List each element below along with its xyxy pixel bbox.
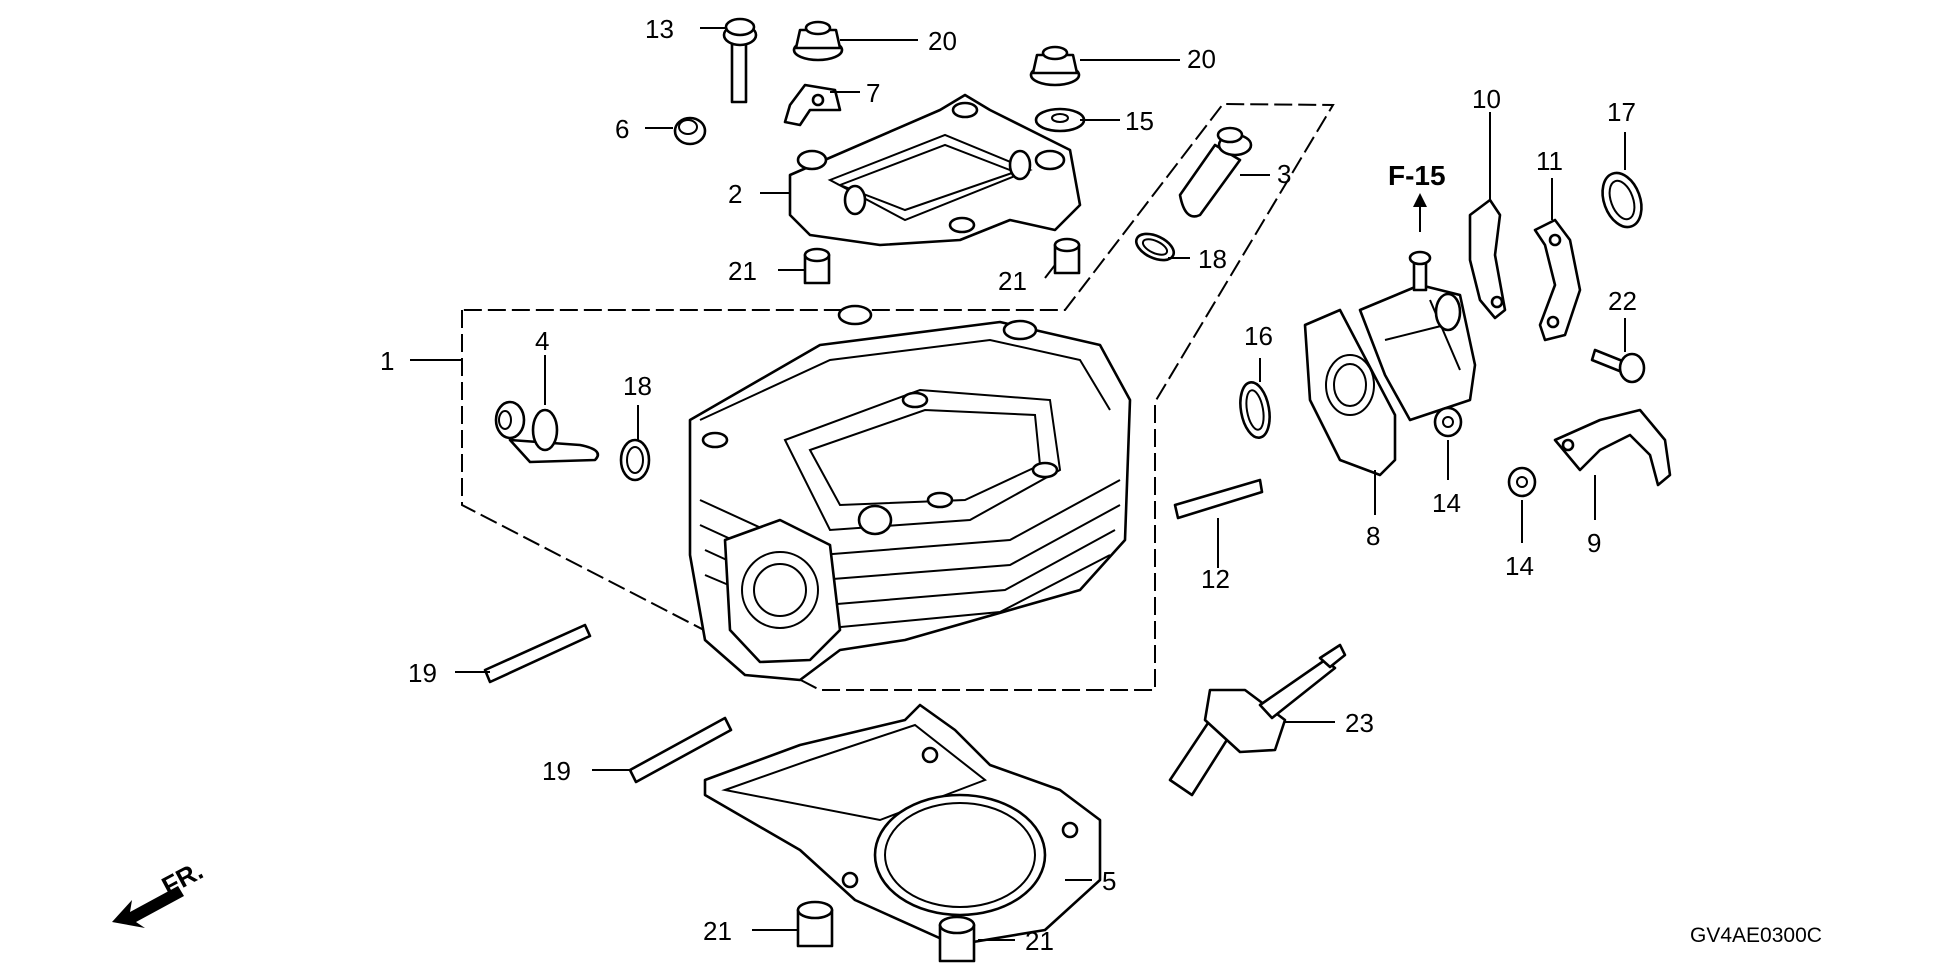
washer-15 <box>1034 107 1086 133</box>
callout-11: 11 <box>1536 146 1563 176</box>
bolt-22 <box>1590 348 1646 384</box>
dowel-pin-21-b <box>1053 237 1081 275</box>
dowel-pin-21-d <box>938 915 976 963</box>
bolt-13 <box>722 17 758 104</box>
callout-7: 7 <box>866 78 880 108</box>
callout-17: 17 <box>1607 97 1636 127</box>
callout-13: 13 <box>645 14 674 44</box>
callout-6: 6 <box>615 114 629 144</box>
callout-18a: 18 <box>1198 244 1227 274</box>
nut-20-left <box>792 20 844 62</box>
spark-plug <box>1168 643 1347 797</box>
o-ring-18-lower <box>619 438 651 482</box>
callout-10: 10 <box>1472 84 1501 114</box>
callout-23: 23 <box>1345 708 1374 738</box>
bracket-7 <box>783 83 842 127</box>
o-ring-18-upper <box>1134 232 1176 262</box>
nut-14-upper <box>1433 406 1463 438</box>
callout-21c: 21 <box>703 916 732 946</box>
callout-labels: 1 2 3 4 5 6 7 8 9 10 11 12 13 14 14 15 1… <box>157 14 1822 956</box>
stud-19-upper <box>483 623 592 684</box>
o-ring-17 <box>1601 171 1643 229</box>
clamp-11 <box>1533 218 1582 342</box>
front-direction-arrow <box>112 886 184 928</box>
clamp-9 <box>1553 408 1672 487</box>
reference-label: F-15 <box>1388 160 1446 191</box>
carburetor-insulator <box>1303 250 1477 477</box>
reference-arrow <box>1413 193 1427 232</box>
callout-19b: 19 <box>542 756 571 786</box>
callout-12: 12 <box>1201 564 1230 594</box>
callout-2: 2 <box>728 179 742 209</box>
o-ring-16 <box>1239 381 1271 439</box>
stud-19-lower <box>628 716 733 784</box>
callout-21a: 21 <box>728 256 757 286</box>
callout-5: 5 <box>1102 866 1116 896</box>
callout-14a: 14 <box>1432 488 1461 518</box>
callout-1: 1 <box>380 346 394 376</box>
clamp-10 <box>1468 198 1507 320</box>
callout-19a: 19 <box>408 658 437 688</box>
callout-20b: 20 <box>1187 44 1216 74</box>
bolt-3 <box>1178 126 1253 218</box>
callout-3: 3 <box>1277 159 1291 189</box>
leader-lines <box>410 27 1626 941</box>
cylinder-head <box>688 304 1132 682</box>
stud-12 <box>1173 478 1264 520</box>
callout-15: 15 <box>1125 106 1154 136</box>
nut-20-right <box>1029 45 1081 87</box>
callout-8: 8 <box>1366 521 1380 551</box>
diagram-code: GV4AE0300C <box>1690 924 1822 947</box>
callout-21b: 21 <box>998 266 1027 296</box>
dowel-pin-21-a <box>803 247 831 285</box>
callout-4: 4 <box>535 326 549 356</box>
dowel-pin-21-c <box>796 900 834 948</box>
callout-18b: 18 <box>623 371 652 401</box>
callout-20a: 20 <box>928 26 957 56</box>
callout-9: 9 <box>1587 528 1601 558</box>
cylinder-head-gasket <box>703 703 1102 947</box>
assembly-outline <box>461 102 1335 691</box>
cap-6 <box>673 116 707 146</box>
nut-14-lower <box>1507 466 1537 498</box>
callout-16: 16 <box>1244 321 1273 351</box>
callout-22: 22 <box>1608 286 1637 316</box>
camshaft-holder <box>788 93 1082 247</box>
bolt-4 <box>494 400 600 464</box>
callout-14b: 14 <box>1505 551 1534 581</box>
callout-21d: 21 <box>1025 926 1054 956</box>
